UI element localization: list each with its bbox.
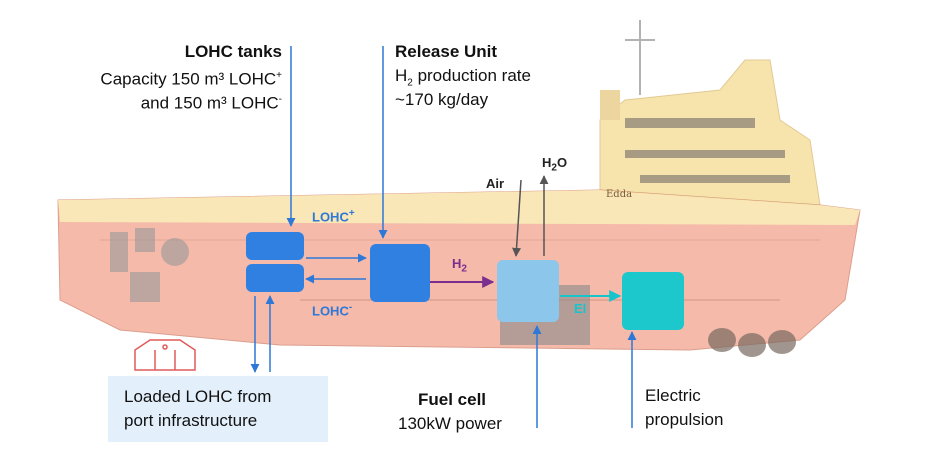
fuel-cell-title: Fuel cell	[418, 390, 487, 409]
port-line1: Loaded LOHC from	[124, 387, 272, 406]
h2o-label: H2O	[542, 155, 568, 174]
release-unit-title: Release Unit	[395, 42, 498, 61]
electric-propulsion-box	[622, 272, 684, 330]
port-line2: port infrastructure	[124, 411, 258, 430]
air-label: Air	[486, 176, 505, 191]
propellers	[708, 328, 796, 357]
ship-name-label: Edda	[606, 189, 632, 200]
release-unit-rate-line1: H2 production rate	[395, 66, 531, 89]
air-arrow	[512, 179, 522, 257]
lohc-tank-lower	[246, 264, 304, 292]
lohc-tank-upper	[246, 232, 304, 260]
electric-propulsion-line1: Electric	[645, 386, 701, 405]
el-label: El	[574, 301, 587, 316]
lohc-tanks-title: LOHC tanks	[184, 42, 282, 61]
port-infrastructure-box	[108, 376, 328, 442]
lohc-minus-label: LOHC-	[312, 302, 353, 319]
electric-propulsion-line2: propulsion	[645, 410, 724, 429]
lohc-plus-label: LOHC+	[312, 208, 355, 225]
h2-label: H2	[452, 256, 467, 275]
lohc-tanks-capacity-line1: Capacity 150 m³ LOHC+	[100, 69, 282, 89]
fuel-cell-power: 130kW power	[398, 414, 502, 433]
fuel-cell-box	[497, 260, 559, 322]
release-unit-box	[370, 244, 430, 302]
ship-superstructure	[599, 20, 821, 206]
release-unit-rate-line2: ~170 kg/day	[395, 90, 489, 109]
storage-tank-icon	[134, 339, 196, 371]
lohc-tanks-capacity-line2: and 150 m³ LOHC-	[140, 93, 282, 113]
